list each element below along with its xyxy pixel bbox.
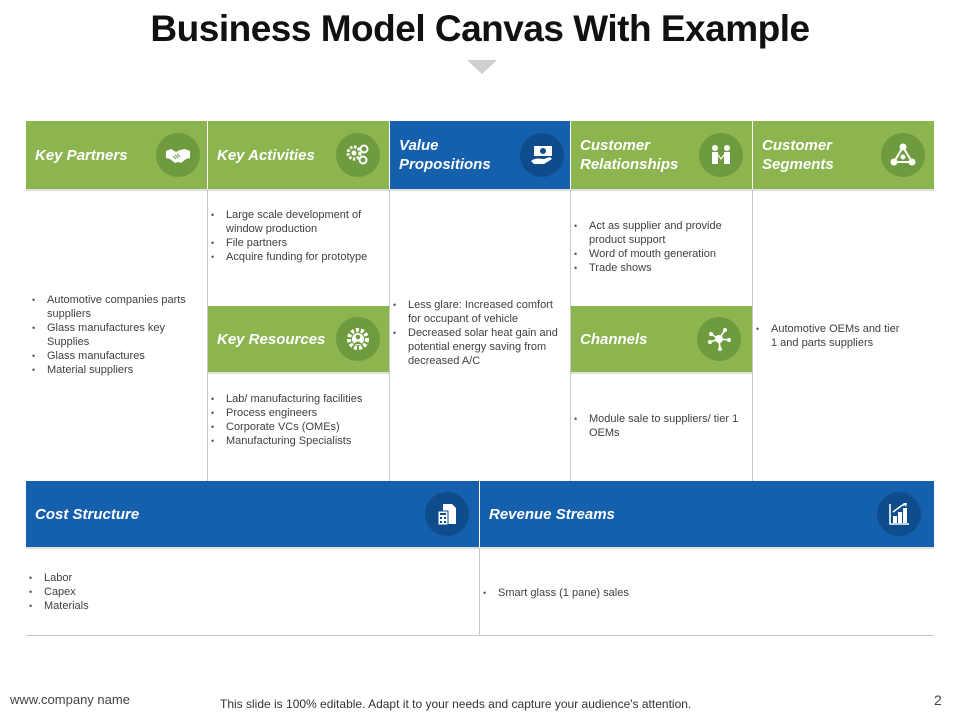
channels-title: Channels	[580, 330, 648, 348]
list-item: Word of mouth generation	[571, 247, 749, 261]
header-revenue-streams: Revenue Streams	[480, 481, 934, 547]
cost-structure-title: Cost Structure	[35, 505, 140, 523]
list-item: Labor	[26, 571, 479, 585]
list-item: Acquire funding for prototype	[208, 250, 388, 264]
list-item: Capex	[26, 585, 479, 599]
footer-note: This slide is 100% editable. Adapt it to…	[220, 697, 692, 711]
value-propositions-list: Less glare: Increased comfort for occupa…	[390, 298, 566, 368]
calculator-document-icon	[425, 492, 469, 536]
header-key-activities: Key Activities	[208, 121, 389, 189]
handshake-icon	[156, 133, 200, 177]
money-hand-icon	[520, 133, 564, 177]
title-arrow-icon	[467, 60, 497, 74]
key-resources-title: Key Resources	[217, 330, 326, 348]
gear-person-icon	[336, 317, 380, 361]
page-title: Business Model Canvas With Example	[150, 8, 810, 49]
key-resources-body: Lab/ manufacturing facilities Process en…	[208, 392, 389, 448]
list-item: Manufacturing Specialists	[208, 434, 378, 448]
people-icon	[699, 133, 743, 177]
list-item: Smart glass (1 pane) sales	[480, 586, 934, 600]
title-line: Relationships	[580, 156, 679, 173]
list-item: Corporate VCs (OMEs)	[208, 420, 378, 434]
list-item: Trade shows	[571, 261, 749, 275]
list-item: Glass manufactures	[29, 349, 199, 363]
divider	[570, 189, 571, 481]
list-item: File partners	[208, 236, 388, 250]
title-line: Value	[399, 137, 439, 154]
key-partners-list: Automotive companies parts suppliers Gla…	[29, 293, 199, 377]
title-line: Segments	[762, 156, 834, 173]
value-propositions-body: Less glare: Increased comfort for occupa…	[390, 190, 570, 480]
list-item: Automotive companies parts suppliers	[29, 293, 199, 321]
revenue-streams-list: Smart glass (1 pane) sales	[480, 586, 934, 600]
key-activities-title: Key Activities	[217, 146, 315, 164]
divider	[207, 189, 208, 481]
network-triangle-icon	[881, 133, 925, 177]
list-item: Automotive OEMs and tier 1 and parts sup…	[753, 322, 903, 350]
revenue-streams-body: Smart glass (1 pane) sales	[480, 586, 934, 600]
revenue-streams-title: Revenue Streams	[489, 505, 615, 523]
header-key-resources: Key Resources	[208, 306, 389, 372]
header-channels: Channels	[571, 306, 752, 372]
divider	[26, 635, 934, 636]
gears-icon	[336, 133, 380, 177]
list-item: Module sale to suppliers/ tier 1 OEMs	[571, 412, 741, 440]
customer-segments-list: Automotive OEMs and tier 1 and parts sup…	[753, 322, 903, 350]
list-item: Act as supplier and provide product supp…	[571, 219, 749, 247]
key-activities-list: Large scale development of window produc…	[208, 208, 388, 264]
list-item: Decreased solar heat gain and potential …	[390, 326, 566, 368]
cost-structure-list: Labor Capex Materials	[26, 571, 479, 613]
customer-segments-body: Automotive OEMs and tier 1 and parts sup…	[753, 322, 934, 350]
title-line: Propositions	[399, 156, 491, 173]
header-cost-structure: Cost Structure	[26, 481, 479, 547]
growth-chart-icon	[877, 492, 921, 536]
channels-body: Module sale to suppliers/ tier 1 OEMs	[571, 412, 752, 440]
list-item: Process engineers	[208, 406, 378, 420]
key-partners-title: Key Partners	[35, 146, 128, 164]
key-activities-body: Large scale development of window produc…	[208, 208, 389, 264]
header-key-partners: Key Partners	[26, 121, 207, 189]
list-item: Large scale development of window produc…	[208, 208, 388, 236]
title-line: Customer	[762, 137, 833, 154]
list-item: Lab/ manufacturing facilities	[208, 392, 378, 406]
list-item: Materials	[26, 599, 479, 613]
cost-structure-body: Labor Capex Materials	[26, 571, 479, 613]
company-website: www.company name	[10, 692, 130, 707]
list-item: Less glare: Increased comfort for occupa…	[390, 298, 566, 326]
key-resources-list: Lab/ manufacturing facilities Process en…	[208, 392, 378, 448]
customer-relationships-body: Act as supplier and provide product supp…	[571, 219, 752, 275]
page-number: 2	[934, 692, 942, 708]
channels-list: Module sale to suppliers/ tier 1 OEMs	[571, 412, 741, 440]
list-item: Glass manufactures key Supplies	[29, 321, 199, 349]
customer-relationships-list: Act as supplier and provide product supp…	[571, 219, 749, 275]
title-line: Customer	[580, 137, 651, 154]
hub-icon	[697, 317, 741, 361]
key-partners-body: Automotive companies parts suppliers Gla…	[26, 190, 207, 480]
list-item: Material suppliers	[29, 363, 199, 377]
